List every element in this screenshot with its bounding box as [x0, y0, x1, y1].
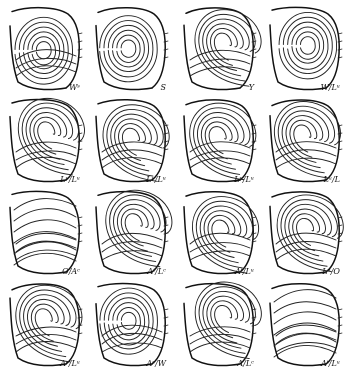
fingerprint-panel: Lᵘ/Lᵘ [96, 100, 169, 184]
ridge-line [195, 282, 261, 359]
ridge-line [274, 345, 336, 357]
ridge-line [283, 17, 332, 73]
fingerprint-panel: O/Aᶜ [10, 191, 82, 276]
finger-base [184, 116, 240, 182]
ridge-line [102, 142, 162, 152]
panel-label: Lᵘ/Lᵘ [59, 175, 80, 184]
fingerprint-panel: A/Lᶜ [184, 282, 261, 368]
panel-label: S [161, 83, 167, 92]
ridge-line [276, 249, 336, 260]
panel-label: Lᵘ/Lᵘ [233, 175, 254, 184]
ridge-line [190, 158, 250, 168]
ridge-line [274, 312, 336, 324]
ridge-line [121, 312, 136, 329]
finger-outline [98, 284, 165, 364]
panel-label: W/Lᵘ [321, 83, 340, 92]
ridge-line [108, 25, 148, 71]
ridge-line [207, 24, 244, 71]
finger-base [96, 26, 152, 90]
panel-label: Lᵘ/O [321, 267, 340, 276]
ridge-line [274, 334, 336, 346]
panel-label: Wˢ [69, 83, 80, 92]
panel-label: O/Aᶜ [62, 267, 80, 276]
ridge-line [201, 117, 238, 164]
ridge-line [276, 142, 336, 152]
ridge-line [292, 27, 324, 63]
fingerprint-panel: Lᵘ/O [270, 192, 343, 276]
fingerprint-panel: Aᶜ/Lᵘ [10, 284, 82, 368]
fingerprint-panel: Wˢ [10, 8, 82, 92]
fingerprint-panel: Aᶜ/W [96, 284, 168, 368]
panel-label: Aᵗ/Lᵘ [234, 267, 254, 276]
panel-label: A/Lᶜ [236, 359, 254, 368]
finger-outline [186, 284, 253, 364]
fingerprint-panel: Lᵘ/Lᵘ [10, 98, 84, 184]
panel-label: Y [249, 83, 255, 92]
finger-outline [186, 192, 253, 272]
fingerprint-panel: Lᵘ/Lᵘ [184, 100, 256, 184]
ridge-line [301, 37, 316, 55]
fingerprint-panel: S [96, 8, 168, 92]
finger-base [270, 25, 326, 90]
ridge-line [117, 35, 140, 62]
ridge-line [274, 101, 340, 178]
ridge-line [27, 299, 64, 346]
ridge-line [121, 40, 136, 57]
ridge-line [14, 209, 76, 221]
ridge-line [117, 307, 140, 335]
finger-outline [272, 7, 339, 88]
ridge-line [14, 220, 76, 232]
ridge-line [286, 116, 323, 163]
panel-label: Aᶜ/W [145, 359, 166, 368]
ridge-line [288, 22, 328, 69]
ridge-line [274, 290, 336, 302]
finger-outline [98, 192, 165, 272]
panel-label: Aᶜ/Lᵘ [59, 359, 80, 368]
panel-label: Aᵗ/Lᵘ [320, 359, 340, 368]
fingerprint-panel: Lᵘ/L [270, 100, 342, 184]
fingerprint-panel: W/Lᵘ [270, 7, 342, 92]
ridge-line [104, 21, 153, 77]
ridge-line [117, 204, 154, 251]
fingerprint-panel: Y [184, 8, 261, 92]
finger-outline [12, 8, 79, 88]
ridge-line [274, 302, 336, 313]
ridge-line [109, 298, 149, 345]
fingerprint-panel: Aᵗ/Lᵘ [270, 284, 342, 368]
ridge-line [296, 32, 319, 59]
panel-label: Lᵘ/L [322, 175, 340, 184]
ridge-line [195, 10, 261, 87]
ridge-line [16, 285, 82, 362]
ridge-line [104, 293, 153, 349]
ridge-line [102, 233, 162, 244]
ridge-line [113, 30, 145, 67]
fingerprint-panel: Aᵗ/Lᵘ [184, 192, 259, 276]
fingerprint-panel: Aᵗ/Lᶜ [96, 190, 172, 276]
panel-label: Lᵘ/Lᵘ [145, 175, 166, 184]
panel-label: Aᵗ/Lᶜ [146, 267, 166, 276]
